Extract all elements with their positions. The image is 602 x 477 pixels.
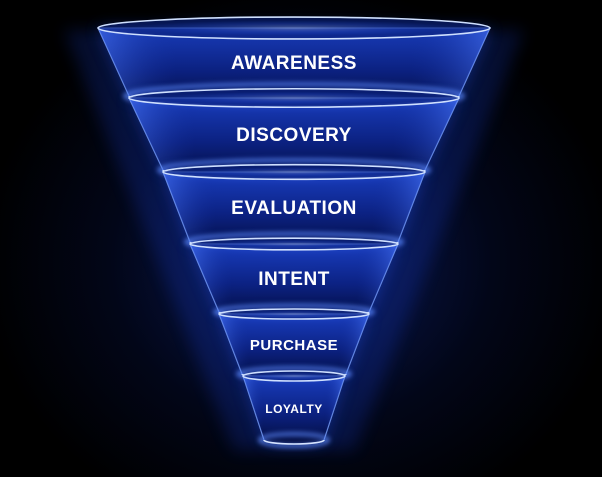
stage-label-discovery: DISCOVERY (236, 125, 352, 146)
funnel-stage-intent (189, 237, 399, 321)
segment-top-rim-glow (182, 166, 406, 178)
segment-top-rim-glow (250, 372, 338, 380)
stage-label-awareness: AWARENESS (231, 53, 357, 74)
funnel-labels: AWARENESS DISCOVERY EVALUATION INTENT PURCHA… (231, 53, 357, 416)
funnel-stage-awareness (97, 16, 491, 110)
stage-label-purchase: PURCHASE (250, 337, 338, 354)
segment-sheen (163, 172, 425, 249)
funnel-stage-loyalty (242, 370, 346, 448)
segment-sheen (190, 244, 398, 317)
funnel-stage-evaluation (162, 163, 426, 253)
segment-sheen (243, 376, 345, 444)
stage-label-loyalty: LOYALTY (265, 402, 323, 416)
segment-bottom-rim-glow (258, 432, 330, 448)
segment-top-rim-glow (205, 239, 383, 249)
segment-top-rim-glow (230, 310, 358, 318)
stage-label-intent: INTENT (258, 269, 330, 290)
segment-bottom-rim (263, 439, 325, 445)
segment-sheen (129, 98, 459, 178)
segment-top-rim-glow (153, 91, 435, 105)
funnel-stage-discovery (128, 87, 460, 182)
funnel-segments (97, 16, 491, 448)
segment-sheen (219, 314, 369, 378)
stage-label-evaluation: EVALUATION (231, 198, 357, 219)
segment-top-rim-glow (127, 20, 461, 36)
